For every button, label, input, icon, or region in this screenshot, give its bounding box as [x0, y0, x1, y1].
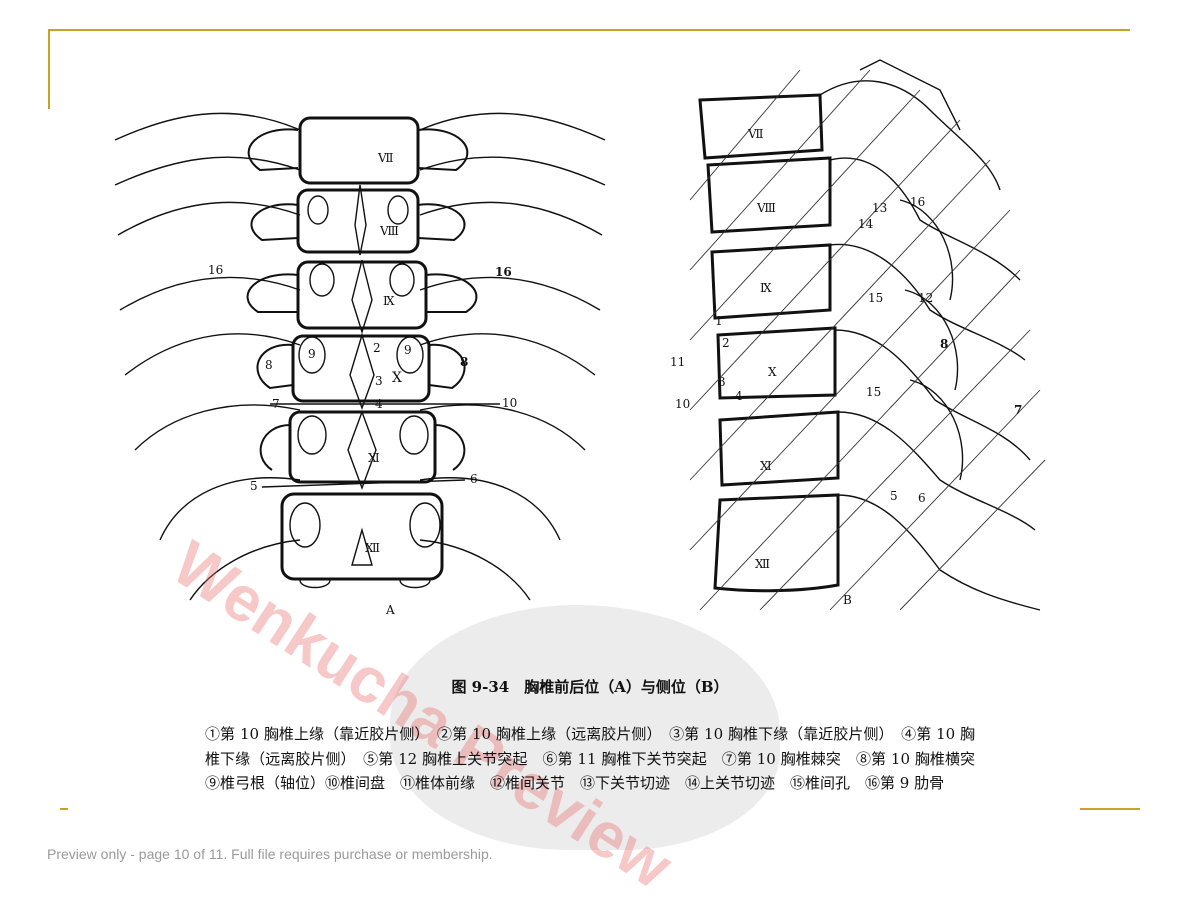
- panel-a-vertebra-7: Ⅶ: [377, 151, 394, 165]
- panel-b-vertebra-11: Ⅺ: [760, 459, 772, 473]
- slide-frame-left-tick: [60, 808, 68, 810]
- panel-a-label-16-left: 16: [208, 263, 223, 277]
- panel-a-vertebra-12: Ⅻ: [365, 541, 380, 555]
- slide-frame-right-tick: [1080, 808, 1140, 810]
- panel-a-label-9-left: 9: [308, 347, 316, 361]
- panel-b-label-14: 14: [858, 217, 874, 231]
- slide-frame-top-line: [48, 29, 1130, 31]
- panel-a-vertebra-8: Ⅷ: [379, 224, 399, 238]
- panel-a-label-2: 2: [373, 341, 381, 355]
- panel-a-label-8-left: 8: [265, 358, 273, 372]
- panel-b-label-15-upper: 15: [868, 291, 883, 305]
- watermark-seal-shape: [390, 605, 780, 850]
- panel-b-label-7: 7: [1014, 403, 1022, 417]
- panel-a-label-8-right: 8: [460, 355, 468, 369]
- panel-b-label-2: 2: [722, 336, 730, 350]
- panel-a-label-6: 6: [470, 472, 478, 486]
- panel-a-label-9-right: 9: [404, 343, 412, 357]
- panel-b-label-11: 11: [670, 355, 685, 369]
- panel-a-label-7: 7: [272, 397, 280, 411]
- panel-b-label-12: 12: [918, 291, 933, 305]
- panel-b-vertebra-12: Ⅻ: [755, 557, 770, 571]
- slide-frame-left-line: [48, 29, 50, 109]
- panel-b-label-15-lower: 15: [866, 385, 881, 399]
- panel-b-label-6: 6: [918, 491, 926, 505]
- panel-b-label-5: 5: [890, 489, 898, 503]
- panel-a-caption-letter: A: [385, 603, 395, 617]
- panel-b-vertebra-10: Ⅹ: [768, 365, 777, 379]
- panel-a-label-4: 4: [375, 397, 383, 411]
- panel-b-label-4: 4: [735, 389, 743, 403]
- panel-a-vertebra-11: Ⅺ: [368, 451, 380, 465]
- panel-a-label-16-right: 16: [495, 265, 512, 279]
- panel-a-vertebra-10: Ⅹ: [392, 370, 402, 386]
- panel-b-vertebra-9: Ⅸ: [760, 281, 772, 295]
- panel-a-vertebra-9: Ⅸ: [383, 294, 395, 308]
- preview-footer-notice: Preview only - page 10 of 11. Full file …: [47, 846, 493, 862]
- panel-a-label-3: 3: [375, 374, 383, 388]
- panel-b-label-3: 3: [718, 375, 726, 389]
- figure-legend: ①第 10 胸椎上缘（靠近胶片侧） ②第 10 胸椎上缘（远离胶片侧） ③第 1…: [205, 725, 991, 792]
- panel-b-label-1: 1: [715, 314, 723, 328]
- panel-b-label-10: 10: [675, 397, 690, 411]
- panel-b-vertebra-8: Ⅷ: [756, 201, 776, 215]
- panel-b-caption-letter: B: [843, 593, 852, 607]
- panel-b-label-13: 13: [872, 201, 887, 215]
- thoracic-spine-figure: Ⅶ Ⅷ Ⅸ Ⅹ Ⅺ Ⅻ 16 16 9 2 9 8 8 3 7 4 10 5 6…: [114, 59, 1046, 617]
- panel-a-label-5: 5: [250, 479, 258, 493]
- panel-b-vertebra-7: Ⅶ: [747, 127, 764, 141]
- panel-b-label-16: 16: [910, 195, 925, 209]
- panel-a-label-10: 10: [502, 396, 517, 410]
- figure-caption: 图 9-34 胸椎前后位（A）与侧位（B）: [451, 678, 729, 696]
- panel-b-label-8: 8: [940, 337, 948, 351]
